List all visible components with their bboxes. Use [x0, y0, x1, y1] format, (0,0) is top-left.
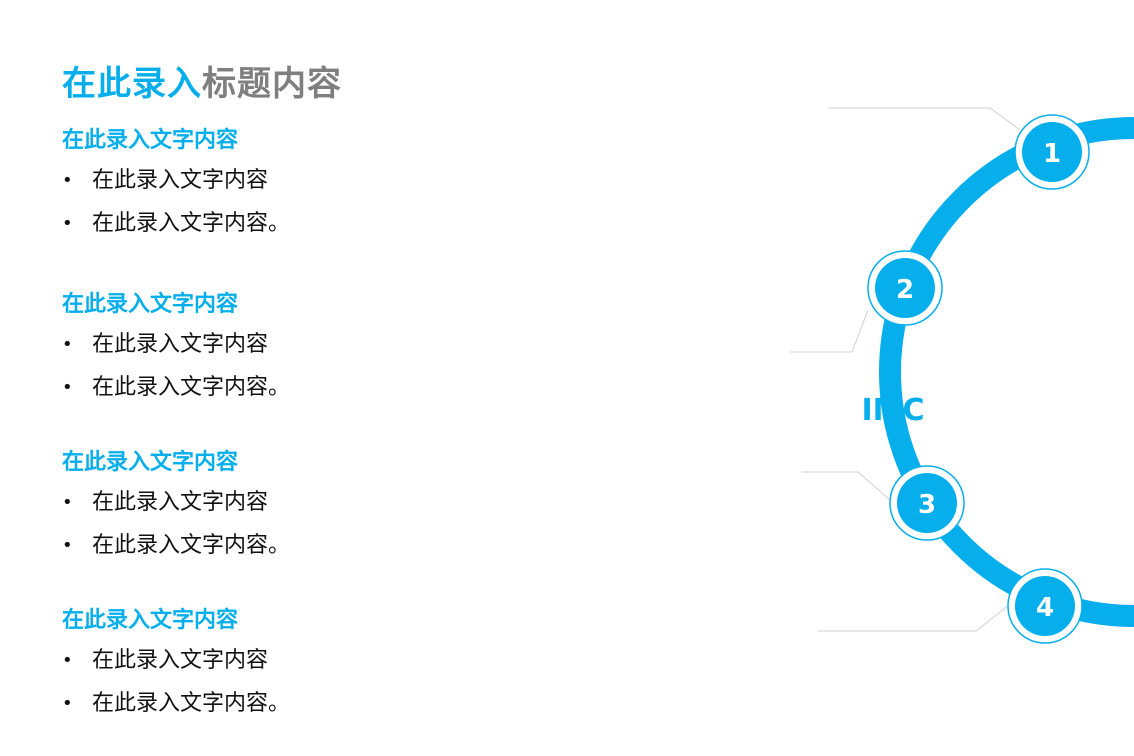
bullet-icon: • — [62, 693, 73, 714]
cycle-node-1: 1 — [1014, 114, 1090, 190]
list-item-text: 在此录入文字内容。 — [92, 691, 291, 716]
list-item-text: 在此录入文字内容。 — [92, 211, 291, 236]
content-section-4: 在此录入文字内容 • 在此录入文字内容 • 在此录入文字内容。 — [62, 606, 582, 719]
list-item-text: 在此录入文字内容 — [92, 490, 269, 515]
node-number: 3 — [918, 490, 936, 520]
bullet-icon: • — [62, 334, 73, 355]
cycle-ring — [879, 117, 1134, 627]
list-item: • 在此录入文字内容 — [62, 488, 582, 518]
section-heading: 在此录入文字内容 — [62, 608, 239, 633]
cycle-node-4: 4 — [1007, 568, 1083, 644]
bullet-icon: • — [62, 377, 73, 398]
bullet-icon: • — [62, 213, 73, 234]
list-item: • 在此录入文字内容 — [62, 330, 582, 360]
list-item: • 在此录入文字内容。 — [62, 373, 582, 403]
cycle-node-2: 2 — [867, 250, 943, 326]
content-section-2: 在此录入文字内容 • 在此录入文字内容 • 在此录入文字内容。 — [62, 290, 582, 403]
list-item: • 在此录入文字内容 — [62, 646, 582, 676]
list-item: • 在此录入文字内容。 — [62, 209, 582, 239]
bullet-icon: • — [62, 492, 73, 513]
node-number: 2 — [896, 275, 914, 305]
bullet-list: • 在此录入文字内容 • 在此录入文字内容。 — [62, 166, 582, 239]
bullet-list: • 在此录入文字内容 • 在此录入文字内容。 — [62, 330, 582, 403]
title-accent: 在此录入 — [62, 64, 202, 104]
connector-line-4 — [818, 603, 1011, 632]
section-heading: 在此录入文字内容 — [62, 128, 239, 153]
bullet-list: • 在此录入文字内容 • 在此录入文字内容。 — [62, 646, 582, 719]
section-heading: 在此录入文字内容 — [62, 450, 239, 475]
section-heading: 在此录入文字内容 — [62, 292, 239, 317]
list-item: • 在此录入文字内容。 — [62, 531, 582, 561]
connector-line-2 — [790, 309, 869, 353]
connector-line-3 — [802, 471, 891, 501]
bullet-icon: • — [62, 650, 73, 671]
list-item-text: 在此录入文字内容 — [92, 168, 269, 193]
content-section-1: 在此录入文字内容 • 在此录入文字内容 • 在此录入文字内容。 — [62, 126, 582, 239]
bullet-list: • 在此录入文字内容 • 在此录入文字内容。 — [62, 488, 582, 561]
list-item: • 在此录入文字内容 — [62, 166, 582, 196]
center-label: IMC — [861, 393, 924, 428]
list-item-text: 在此录入文字内容。 — [92, 533, 291, 558]
bullet-icon: • — [62, 535, 73, 556]
list-item-text: 在此录入文字内容 — [92, 332, 269, 357]
list-item-text: 在此录入文字内容。 — [92, 375, 291, 400]
node-number: 1 — [1043, 139, 1061, 169]
node-number: 4 — [1036, 593, 1054, 623]
page-title: 在此录入标题内容 — [62, 56, 342, 105]
list-item-text: 在此录入文字内容 — [92, 648, 269, 673]
connector-line-1 — [828, 107, 1021, 131]
title-rest: 标题内容 — [202, 64, 342, 104]
bullet-icon: • — [62, 170, 73, 191]
list-item: • 在此录入文字内容。 — [62, 689, 582, 719]
cycle-node-3: 3 — [889, 465, 965, 541]
content-section-3: 在此录入文字内容 • 在此录入文字内容 • 在此录入文字内容。 — [62, 448, 582, 561]
